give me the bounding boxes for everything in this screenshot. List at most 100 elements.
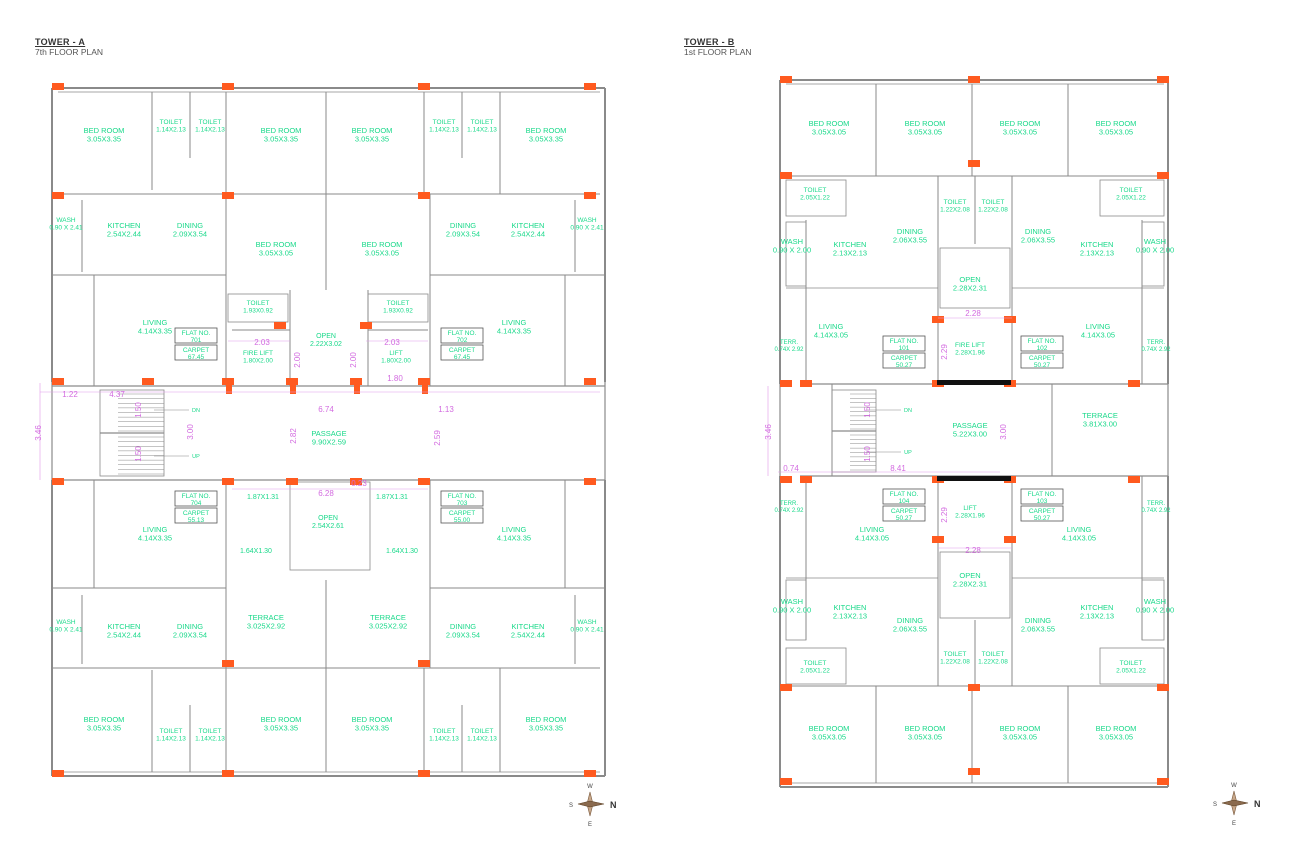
room-size: 2.05X1.22 (800, 195, 830, 202)
column (226, 380, 232, 394)
compass-s: S (1213, 802, 1217, 808)
room-name: WASH (1144, 597, 1166, 606)
column (422, 380, 428, 394)
room-name: TOILET (160, 728, 183, 735)
room-size: 3.05X3.35 (529, 135, 563, 144)
room-size: 3.025X2.92 (369, 622, 407, 631)
column (584, 192, 596, 199)
room-name: TOILET (982, 651, 1005, 658)
room-name: LIVING (143, 318, 168, 327)
flat-number: 704 (191, 500, 202, 507)
room-size: 2.13X2.13 (1080, 249, 1114, 258)
column (274, 322, 286, 329)
room-name: BED ROOM (84, 715, 125, 724)
room-name: BED ROOM (352, 126, 393, 135)
carpet-area: 50.27 (896, 515, 913, 522)
room-size: 9.90X2.59 (312, 438, 346, 447)
room-size: 3.81X3.00 (1083, 420, 1117, 429)
room-size: 2.28X1.96 (955, 350, 985, 357)
room-size: 2.54X2.44 (511, 230, 545, 239)
room-size: 1.93X0.92 (243, 308, 273, 315)
dimension-label: 2.82 (289, 428, 298, 444)
column (360, 322, 372, 329)
carpet-label: CARPET (891, 508, 917, 515)
room-size: 1.22X2.08 (940, 207, 970, 214)
column (780, 778, 792, 785)
carpet-label: CARPET (183, 510, 209, 517)
dimension-label: 2.00 (293, 352, 302, 368)
stair-down-label: DN (192, 408, 200, 414)
room-size: 4.14X3.05 (814, 331, 848, 340)
room-b-terr-1: TERR.0.74X 2.92 (774, 340, 804, 353)
room-name: LIVING (819, 322, 844, 331)
stair-up-label: UP (904, 450, 912, 456)
room-size: 3.05X3.05 (259, 249, 293, 258)
door-marker (937, 380, 1011, 385)
room-name: BED ROOM (1000, 724, 1041, 733)
compass-e: E (588, 822, 592, 828)
flat-no-label: FLAT NO. (1028, 491, 1057, 498)
carpet-area: 67.45 (188, 354, 205, 361)
room-name: LIVING (860, 525, 885, 534)
compass-e: E (1232, 821, 1236, 827)
room-name: TERRACE (370, 613, 406, 622)
room-size: 1.22X2.08 (978, 659, 1008, 666)
room-name: KITCHEN (512, 622, 545, 631)
room-size: 4.14X3.35 (497, 534, 531, 543)
room-name: OPEN (318, 515, 338, 522)
room-name: FIRE LIFT (955, 342, 985, 349)
room-name: BED ROOM (1000, 119, 1041, 128)
room-name: TERRACE (1082, 411, 1118, 420)
tower-b-heading: TOWER - B 1st FLOOR PLAN (684, 37, 752, 57)
room-name: WASH (1144, 237, 1166, 246)
carpet-label: CARPET (449, 510, 475, 517)
room-size: 2.05X1.22 (1116, 195, 1146, 202)
compass-w: W (1231, 783, 1237, 789)
room-name: KITCHEN (834, 603, 867, 612)
tower-b-title: TOWER - B (684, 37, 735, 47)
carpet-area: 50.27 (896, 362, 913, 369)
dimension-label: 3.00 (999, 424, 1008, 440)
room-name: TOILET (433, 119, 456, 126)
room-name: FIRE LIFT (243, 350, 273, 357)
column (800, 380, 812, 387)
room-size: 0.74X 2.92 (774, 347, 804, 353)
room-name: LIVING (502, 525, 527, 534)
room-size: 4.14X3.05 (855, 534, 889, 543)
room-size: 4.14X3.35 (138, 327, 172, 336)
room-size: 3.05X3.35 (264, 135, 298, 144)
room-size: 2.09X3.54 (173, 230, 207, 239)
room-size: 2.28X1.96 (955, 513, 985, 520)
room-size: 3.05X3.35 (264, 724, 298, 733)
flat-number: 104 (899, 498, 910, 505)
room-size: 2.09X3.54 (446, 631, 480, 640)
column (968, 160, 980, 167)
flat-no-label: FLAT NO. (182, 493, 211, 500)
flat-number: 701 (191, 337, 202, 344)
room-name: KITCHEN (1081, 603, 1114, 612)
room-size: 4.14X3.05 (1062, 534, 1096, 543)
